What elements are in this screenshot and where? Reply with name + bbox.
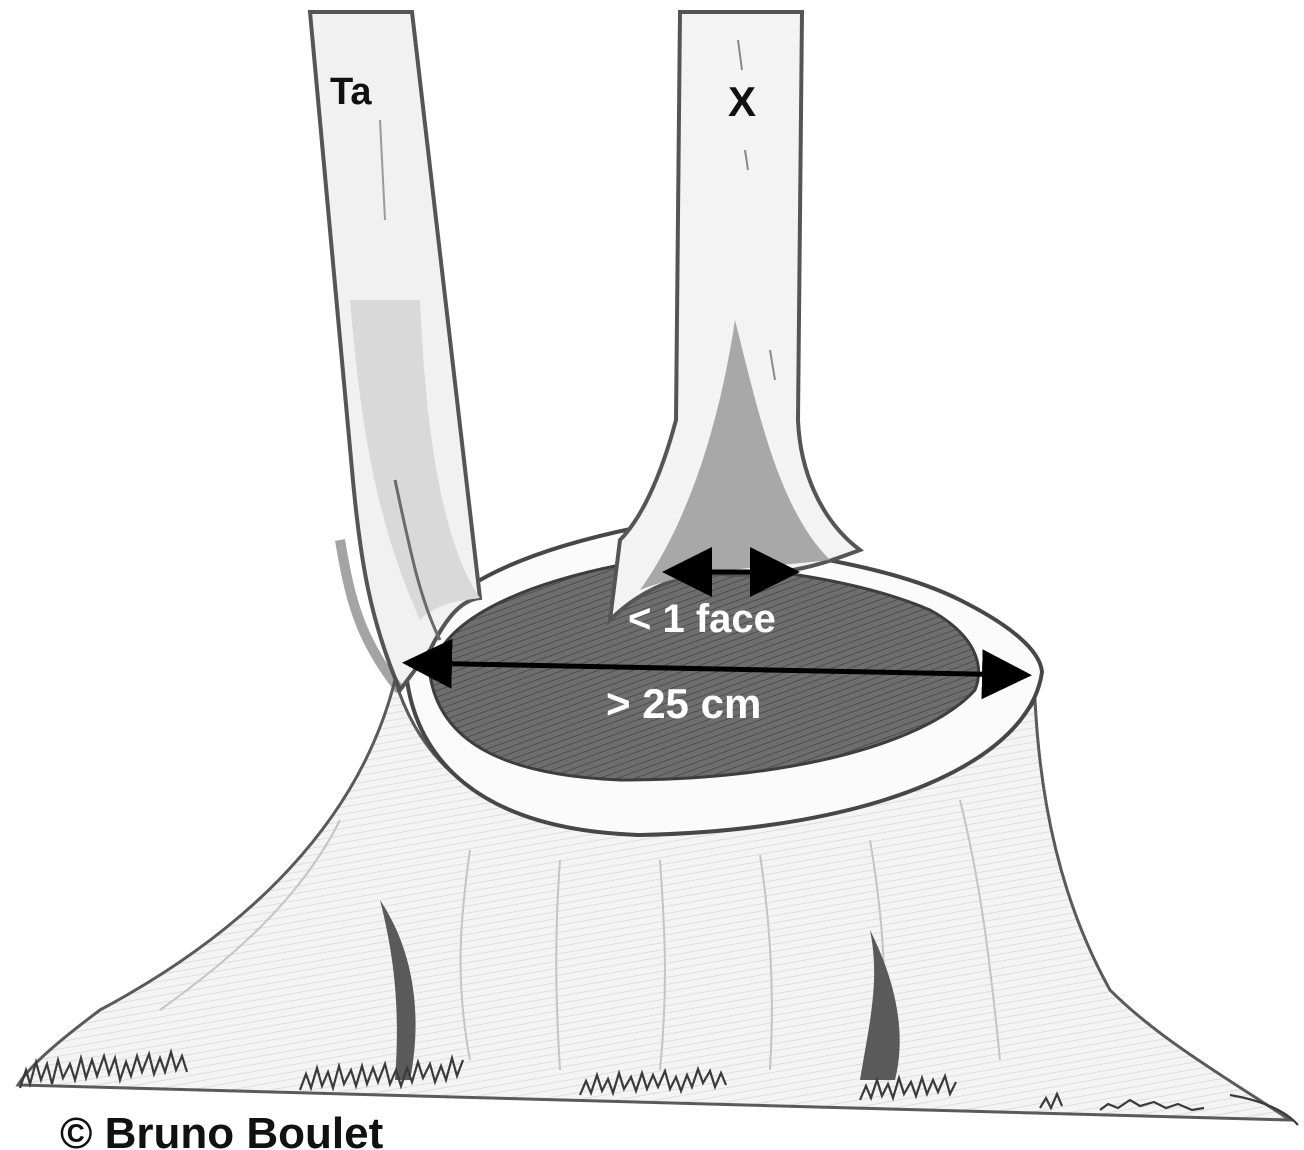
label-small-measure: < 1 face: [628, 597, 776, 641]
label-large-measure: > 25 cm: [606, 680, 761, 727]
label-stem-ta: Ta: [330, 71, 372, 113]
copyright-text: © Bruno Boulet: [60, 1112, 383, 1150]
stem-ta: [310, 12, 480, 690]
label-stem-x: X: [728, 78, 756, 125]
